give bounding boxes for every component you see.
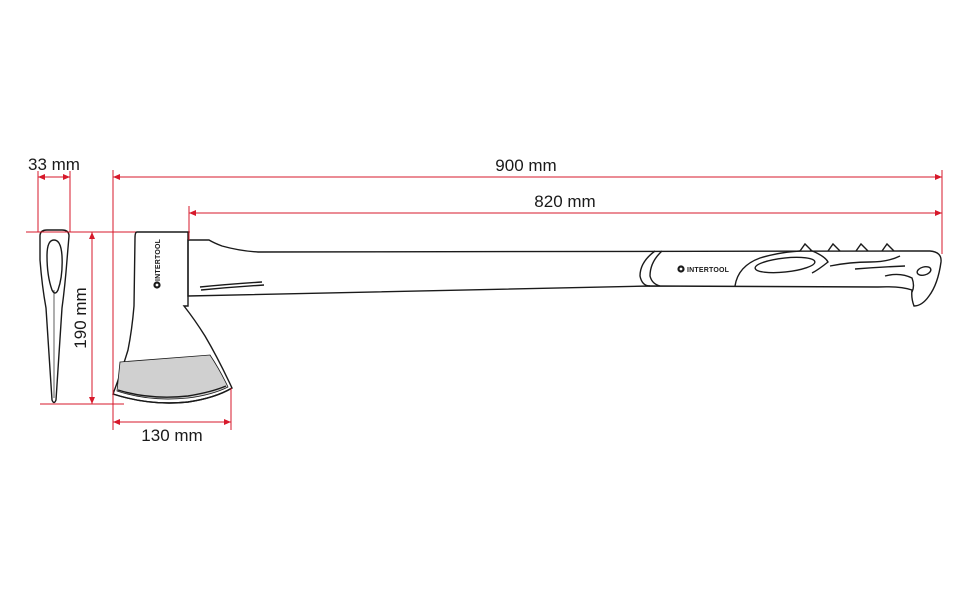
axe-head-side-view: [39, 229, 70, 404]
blade-width-label: 130 mm: [141, 426, 202, 445]
axe-main-view: INTERTOOL INTERTOOL: [112, 231, 942, 404]
thickness-dimension: 33 mm: [28, 155, 80, 232]
thickness-label: 33 mm: [28, 155, 80, 174]
head-logo: INTERTOOL: [153, 238, 162, 289]
handle-logo: INTERTOOL: [677, 265, 729, 274]
handle-length-dimension: 820 mm: [188, 192, 942, 240]
head-height-label: 190 mm: [71, 287, 90, 348]
handle: [187, 239, 942, 307]
head-brand-label: INTERTOOL: [155, 238, 162, 281]
total-length-label: 900 mm: [495, 156, 556, 175]
blade-width-dimension: 130 mm: [113, 388, 232, 445]
handle-length-label: 820 mm: [534, 192, 595, 211]
axe-blade: [116, 354, 229, 400]
handle-brand-label: INTERTOOL: [687, 267, 730, 274]
head-height-dimension: 190 mm: [26, 231, 190, 405]
total-length-dimension: 900 mm: [112, 156, 943, 430]
